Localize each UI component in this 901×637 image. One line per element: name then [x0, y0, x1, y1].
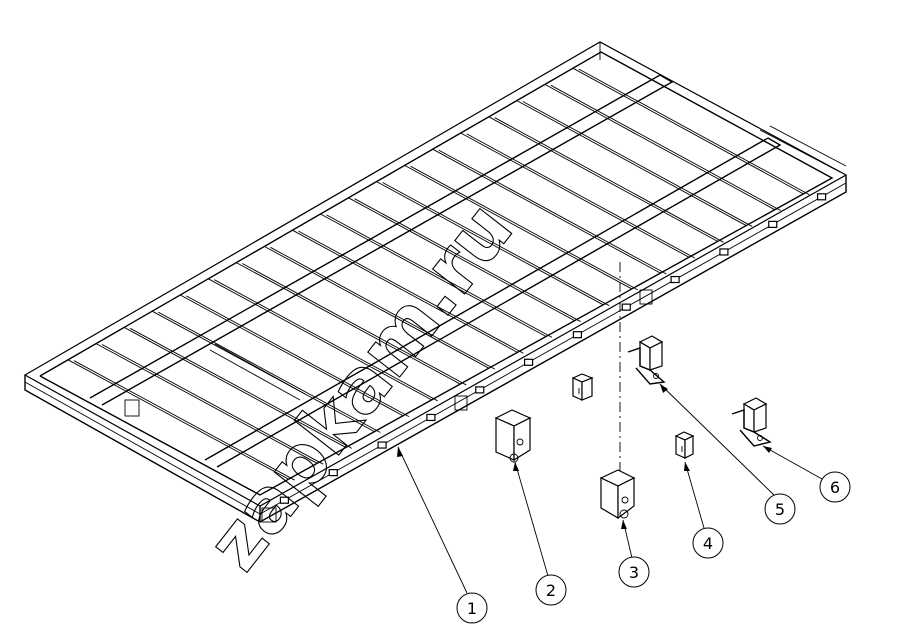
- frame-hardware-block: [670, 275, 680, 284]
- callout-3: 3: [618, 556, 650, 588]
- frame-cross-member: [348, 197, 575, 322]
- frame-cross-member: [208, 278, 432, 401]
- frame-hardware-block: [279, 496, 290, 504]
- frame-cross-member: [186, 295, 410, 418]
- frame-cross-member: [95, 343, 318, 464]
- frame-hardware-block: [475, 386, 485, 394]
- frame-cross-member: [101, 344, 324, 465]
- frame-cross-member: [432, 148, 661, 274]
- svg-text:4: 4: [703, 534, 713, 553]
- frame-hardware-block: [768, 220, 778, 228]
- svg-text:1: 1: [467, 599, 477, 618]
- frame-cross-member: [438, 149, 667, 275]
- frame-cross-member: [67, 359, 289, 480]
- frame-cross-member: [522, 101, 753, 227]
- part-3-bracket: [599, 469, 636, 520]
- frame-cross-member: [550, 84, 782, 211]
- floor-frame: [23, 41, 848, 523]
- frame-cross-member: [129, 327, 353, 449]
- frame-cross-member: [578, 68, 810, 196]
- frame-cross-member: [270, 246, 496, 370]
- frame-cross-member: [516, 100, 747, 226]
- frame-cross-member: [242, 263, 467, 386]
- frame-cross-member: [466, 133, 696, 259]
- part-4-block: [674, 431, 695, 459]
- frame-cross-member: [298, 230, 524, 354]
- part-6-stake-bracket: [731, 397, 772, 447]
- frame-cross-member: [157, 311, 381, 433]
- frame-cross-member: [410, 165, 639, 291]
- frame-cross-member: [376, 181, 604, 306]
- frame-cross-member: [236, 262, 461, 385]
- small-block: [571, 373, 594, 401]
- frame-cross-member: [572, 67, 804, 195]
- frame-hardware-block: [816, 193, 827, 201]
- frame-cross-member: [73, 360, 295, 481]
- svg-text:3: 3: [629, 563, 639, 582]
- frame-cross-member: [488, 116, 718, 242]
- frame-cross-member: [460, 132, 690, 258]
- callout-4: 4: [692, 527, 724, 559]
- part-5-stake-bracket: [627, 335, 666, 385]
- frame-hardware-block: [523, 358, 534, 366]
- frame-cross-member: [292, 229, 518, 353]
- leader-lines: [397, 383, 823, 594]
- callout-5: 5: [764, 493, 796, 525]
- callout-1: 1: [456, 592, 488, 624]
- frame-cross-member: [123, 327, 347, 448]
- frame-hardware-block: [328, 469, 338, 477]
- frame-hardware-block: [377, 441, 387, 449]
- frame-cross-member: [404, 165, 633, 290]
- frame-hardware-block: [719, 248, 729, 256]
- frame-cross-member: [214, 279, 438, 402]
- part-2-bracket: [494, 409, 532, 463]
- frame-cross-member: [326, 214, 553, 338]
- frame-hardware-block: [426, 413, 436, 422]
- svg-text:6: 6: [830, 478, 840, 497]
- frame-cross-member: [382, 182, 610, 307]
- svg-text:5: 5: [775, 500, 785, 519]
- frame-hardware-block: [621, 303, 631, 311]
- frame-cross-member: [544, 84, 776, 211]
- frame-cross-member: [180, 294, 404, 417]
- frame-cross-member: [264, 246, 490, 369]
- frame-cross-member: [494, 117, 724, 243]
- callout-6: 6: [819, 471, 851, 503]
- frame-cross-member: [151, 310, 375, 432]
- frame-cross-member: [354, 198, 581, 322]
- frame-cross-member: [320, 213, 547, 337]
- svg-text:2: 2: [546, 581, 556, 600]
- callout-2: 2: [535, 574, 567, 606]
- frame-hardware-block: [572, 331, 583, 339]
